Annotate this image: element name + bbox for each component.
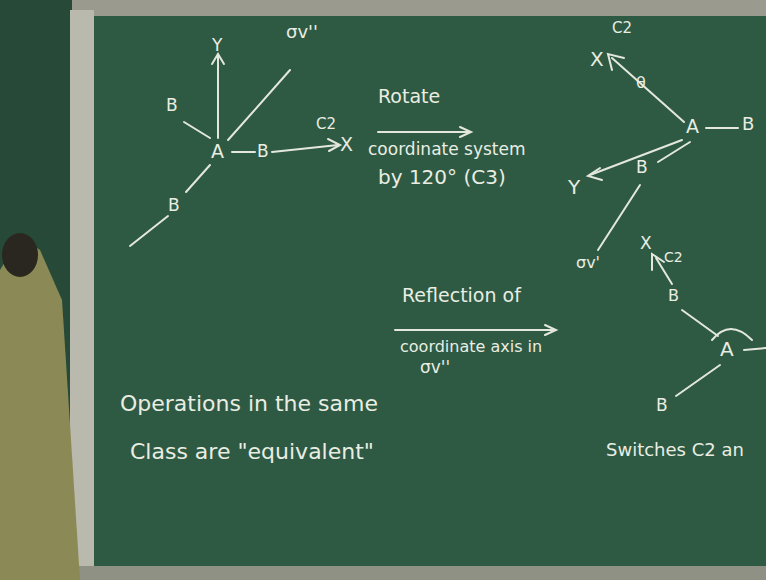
axis-label: C2: [664, 250, 683, 265]
note-text: Operations in the same: [120, 392, 378, 416]
atom-label: A: [686, 116, 699, 137]
axis-label: X: [640, 234, 652, 253]
atom-label: A: [720, 338, 734, 360]
axis-label: C2: [316, 116, 336, 133]
person-head: [2, 233, 38, 277]
note-text: coordinate system: [368, 140, 526, 159]
angle-label: θ: [636, 74, 646, 92]
atom-label: B: [656, 396, 668, 415]
note-text: Rotate: [378, 86, 440, 107]
axis-label: X: [590, 48, 604, 70]
axis-label: X: [340, 134, 353, 155]
atom-label: B: [742, 114, 754, 134]
axis-label: C2: [612, 20, 632, 37]
atom-label: B: [166, 96, 178, 115]
atom-label: B: [636, 158, 648, 177]
symmetry-label: σv': [576, 254, 600, 272]
atom-label: B: [668, 287, 679, 305]
top-frame: [0, 0, 766, 16]
atom-label: B: [257, 142, 269, 161]
axis-label: Y: [568, 176, 580, 198]
symmetry-label: σv'': [286, 22, 318, 42]
atom-label: B: [168, 196, 180, 215]
chalk-tray: [0, 566, 766, 580]
symmetry-label: σv'': [420, 358, 450, 377]
note-text: by 120° (C3): [378, 166, 506, 188]
note-text: coordinate axis in: [400, 338, 542, 356]
person: [0, 246, 80, 580]
note-text: Reflection of: [402, 285, 521, 306]
chalk-lines: [130, 54, 766, 396]
note-text: Switches C2 an: [606, 440, 744, 460]
note-text: Class are "equivalent": [130, 440, 374, 464]
atom-label: A: [211, 141, 224, 162]
axis-label: Y: [212, 36, 222, 55]
